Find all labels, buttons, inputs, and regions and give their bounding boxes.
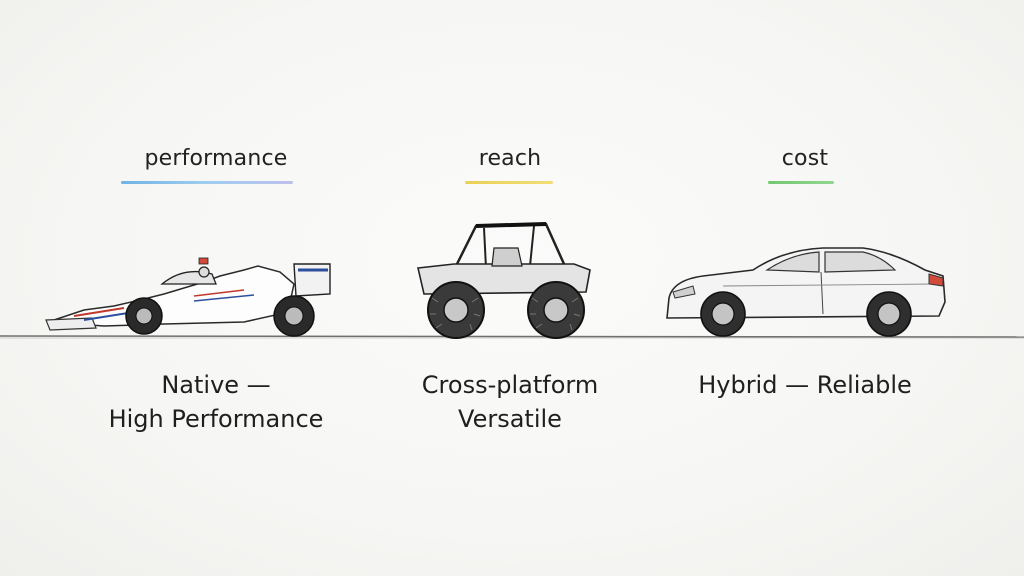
caption-native-line2: High Performance (108, 405, 324, 433)
formula-race-car-icon (45, 257, 331, 337)
column-cost: cost Hybrid — Reliable (655, 0, 955, 576)
underline-performance (121, 181, 293, 184)
off-road-buggy-icon (417, 222, 591, 339)
caption-cross-platform: Cross-platform Versatile (360, 368, 660, 436)
heading-performance: performance (144, 146, 288, 171)
column-reach: reach Cross-platform Versatile (360, 0, 660, 576)
heading-reach: reach (478, 146, 542, 171)
caption-hybrid: Hybrid — Reliable (655, 368, 955, 402)
sedan-car-icon (666, 247, 946, 337)
caption-cross-platform-line2: Versatile (458, 405, 562, 433)
caption-cross-platform-line1: Cross-platform (421, 371, 599, 399)
caption-native: Native — High Performance (66, 368, 366, 436)
heading-cost: cost (781, 146, 829, 171)
caption-native-line1: Native — (161, 371, 271, 399)
underline-reach (465, 181, 553, 184)
caption-hybrid-line1: Hybrid — Reliable (698, 371, 912, 399)
ground-line (0, 335, 1024, 339)
column-performance: performance Native — High Performance (45, 0, 366, 576)
underline-cost (768, 181, 834, 184)
